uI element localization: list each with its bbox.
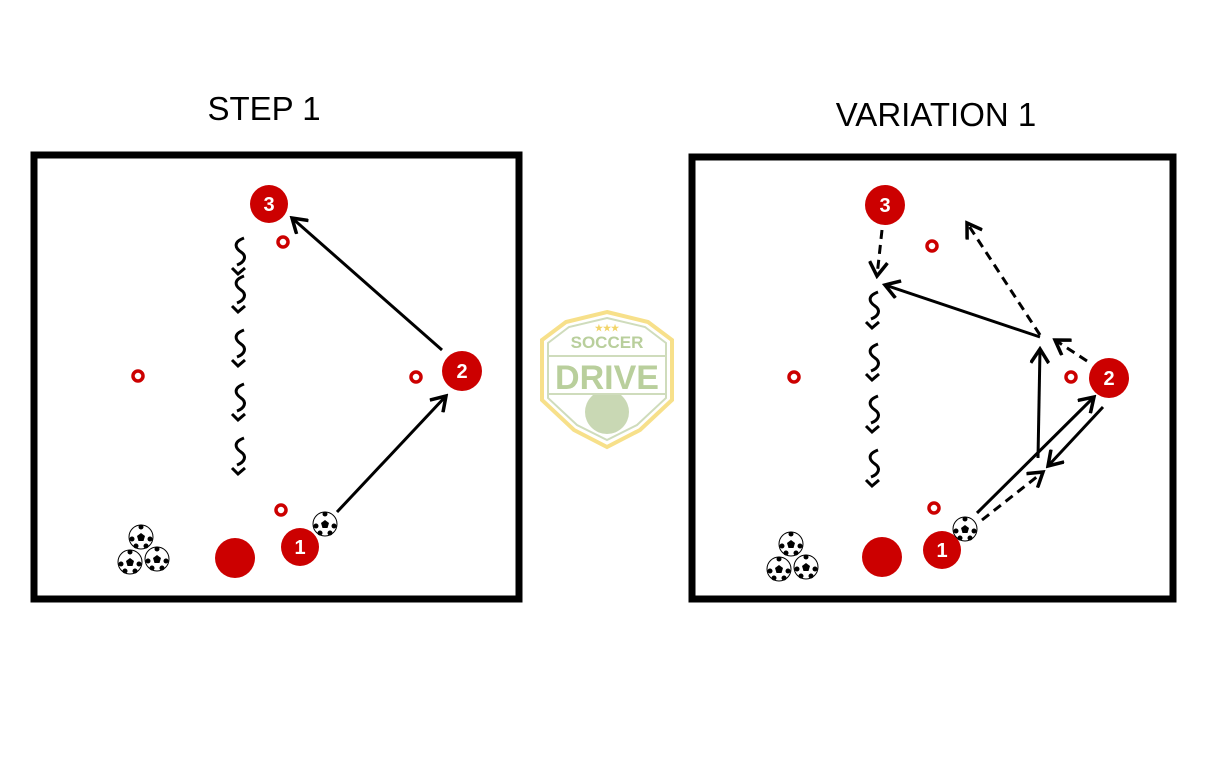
soccer-drive-logo: ★★★ SOCCER DRIVE xyxy=(540,309,674,450)
run-arrow xyxy=(967,223,1042,336)
cone-icon xyxy=(274,503,288,517)
player-number: 3 xyxy=(879,195,890,217)
svg-text:DRIVE: DRIVE xyxy=(555,359,659,397)
player-number: 2 xyxy=(456,361,467,383)
player-2: 2 xyxy=(442,351,482,391)
cone-icon xyxy=(787,370,801,384)
goal-disc xyxy=(215,538,255,578)
ball-pile-icon xyxy=(117,524,170,575)
svg-text:SOCCER: SOCCER xyxy=(571,333,644,352)
player-number: 2 xyxy=(1103,368,1114,390)
cone-icon xyxy=(409,370,423,384)
run-arrow xyxy=(981,472,1043,522)
cone-icon xyxy=(1064,370,1078,384)
field-boundary xyxy=(688,153,1177,603)
pass-arrow xyxy=(885,285,1041,339)
ball-icon xyxy=(312,511,338,537)
cone-icon xyxy=(131,369,145,383)
run-arrow xyxy=(1055,340,1088,363)
step-1-title: STEP 1 xyxy=(207,90,321,127)
player-number: 1 xyxy=(936,540,947,562)
cone-icon xyxy=(925,239,939,253)
player-3: 3 xyxy=(250,185,288,223)
goal-disc xyxy=(862,537,902,577)
pass-arrow xyxy=(1048,405,1105,466)
svg-text:★★★: ★★★ xyxy=(595,323,620,333)
ball-icon xyxy=(952,516,978,542)
field-boundary xyxy=(30,151,523,603)
dribble-path xyxy=(230,236,247,476)
ball-pile-icon xyxy=(766,531,819,582)
cones xyxy=(787,239,1078,515)
player-3: 3 xyxy=(865,185,905,225)
pass-arrow xyxy=(292,218,443,352)
player-1: 1 xyxy=(281,528,319,566)
run-arrow xyxy=(877,229,882,276)
variation-1-field: 3 2 1 xyxy=(688,153,1177,603)
step-1-field: 3 2 1 xyxy=(30,151,523,603)
dribble-path xyxy=(864,290,881,488)
pass-arrow xyxy=(335,396,446,514)
cones xyxy=(131,235,423,517)
cone-icon xyxy=(927,501,941,515)
variation-1-title: VARIATION 1 xyxy=(835,96,1037,133)
pass-arrow xyxy=(975,397,1094,515)
player-number: 1 xyxy=(294,537,305,559)
player-2: 2 xyxy=(1089,358,1129,398)
player-number: 3 xyxy=(263,194,274,216)
pass-arrow xyxy=(1038,349,1040,459)
player-1: 1 xyxy=(923,531,961,569)
cone-icon xyxy=(276,235,290,249)
